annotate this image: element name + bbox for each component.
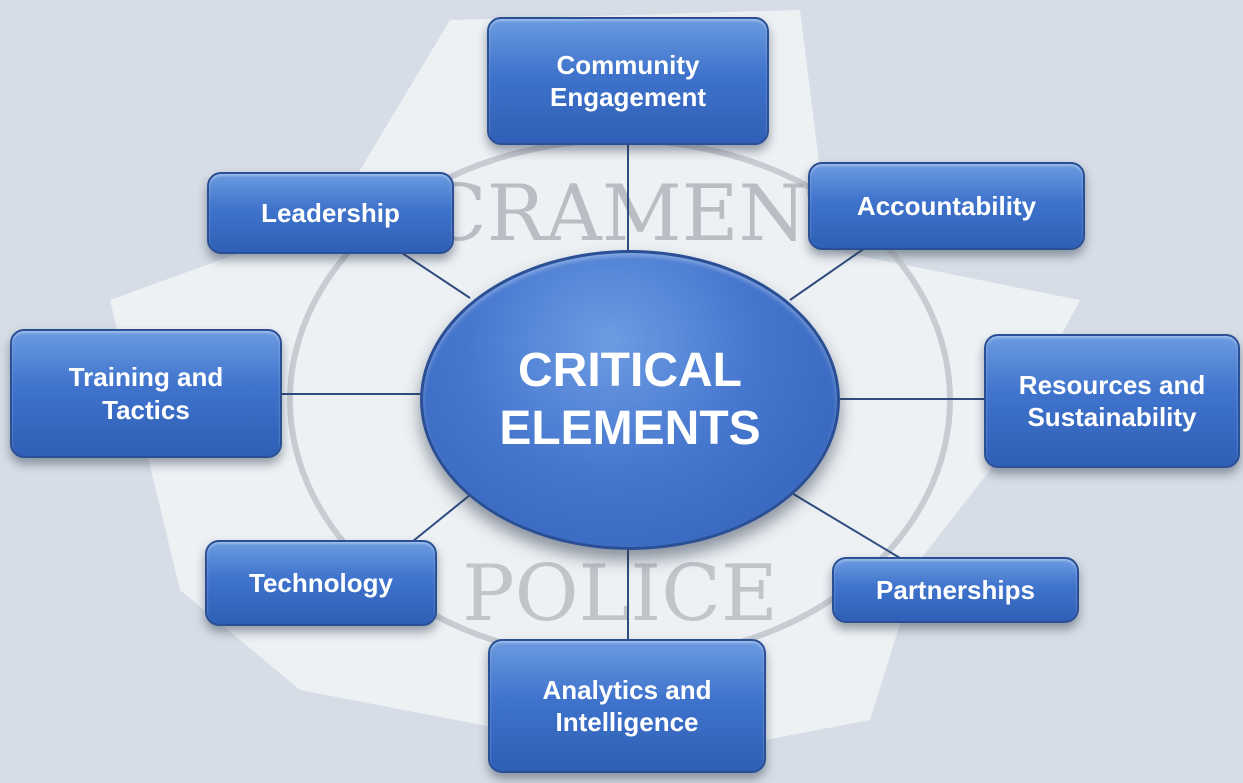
node-label-line1: Resources and xyxy=(1018,369,1206,400)
hub-label-line2: ELEMENTS xyxy=(499,402,761,455)
node-label-line1: Analytics and xyxy=(542,674,712,705)
node-label-line2: Intelligence xyxy=(555,707,699,737)
node-community-engagement: Community Engagement xyxy=(487,17,769,145)
node-label-line1: Community xyxy=(556,49,700,80)
node-leadership: Leadership xyxy=(207,172,454,254)
badge-lettering-bottom: POLICE xyxy=(462,549,778,639)
connector-partnerships xyxy=(789,491,901,559)
node-technology: Technology xyxy=(205,540,437,626)
node-label-line1: Training and xyxy=(68,362,224,392)
connector-accountability xyxy=(789,247,866,301)
node-label-line2: Engagement xyxy=(549,82,707,112)
node-label: Partnerships xyxy=(876,574,1035,605)
node-partnerships: Partnerships xyxy=(832,557,1079,623)
node-label: Technology xyxy=(249,567,393,598)
node-analytics-intelligence: Analytics and Intelligence xyxy=(488,639,766,773)
node-resources-sustainability: Resources and Sustainability xyxy=(984,334,1240,468)
hub-label-line1: CRITICAL xyxy=(518,344,742,398)
node-accountability: Accountability xyxy=(808,162,1085,250)
node-label-line2: Tactics xyxy=(102,394,190,425)
node-training-tactics: Training and Tactics xyxy=(10,329,282,458)
critical-elements-hub: CRITICAL ELEMENTS xyxy=(420,250,840,550)
node-label: Accountability xyxy=(856,190,1037,221)
node-label: Leadership xyxy=(261,197,400,228)
node-label-line2: Sustainability xyxy=(1027,402,1197,432)
